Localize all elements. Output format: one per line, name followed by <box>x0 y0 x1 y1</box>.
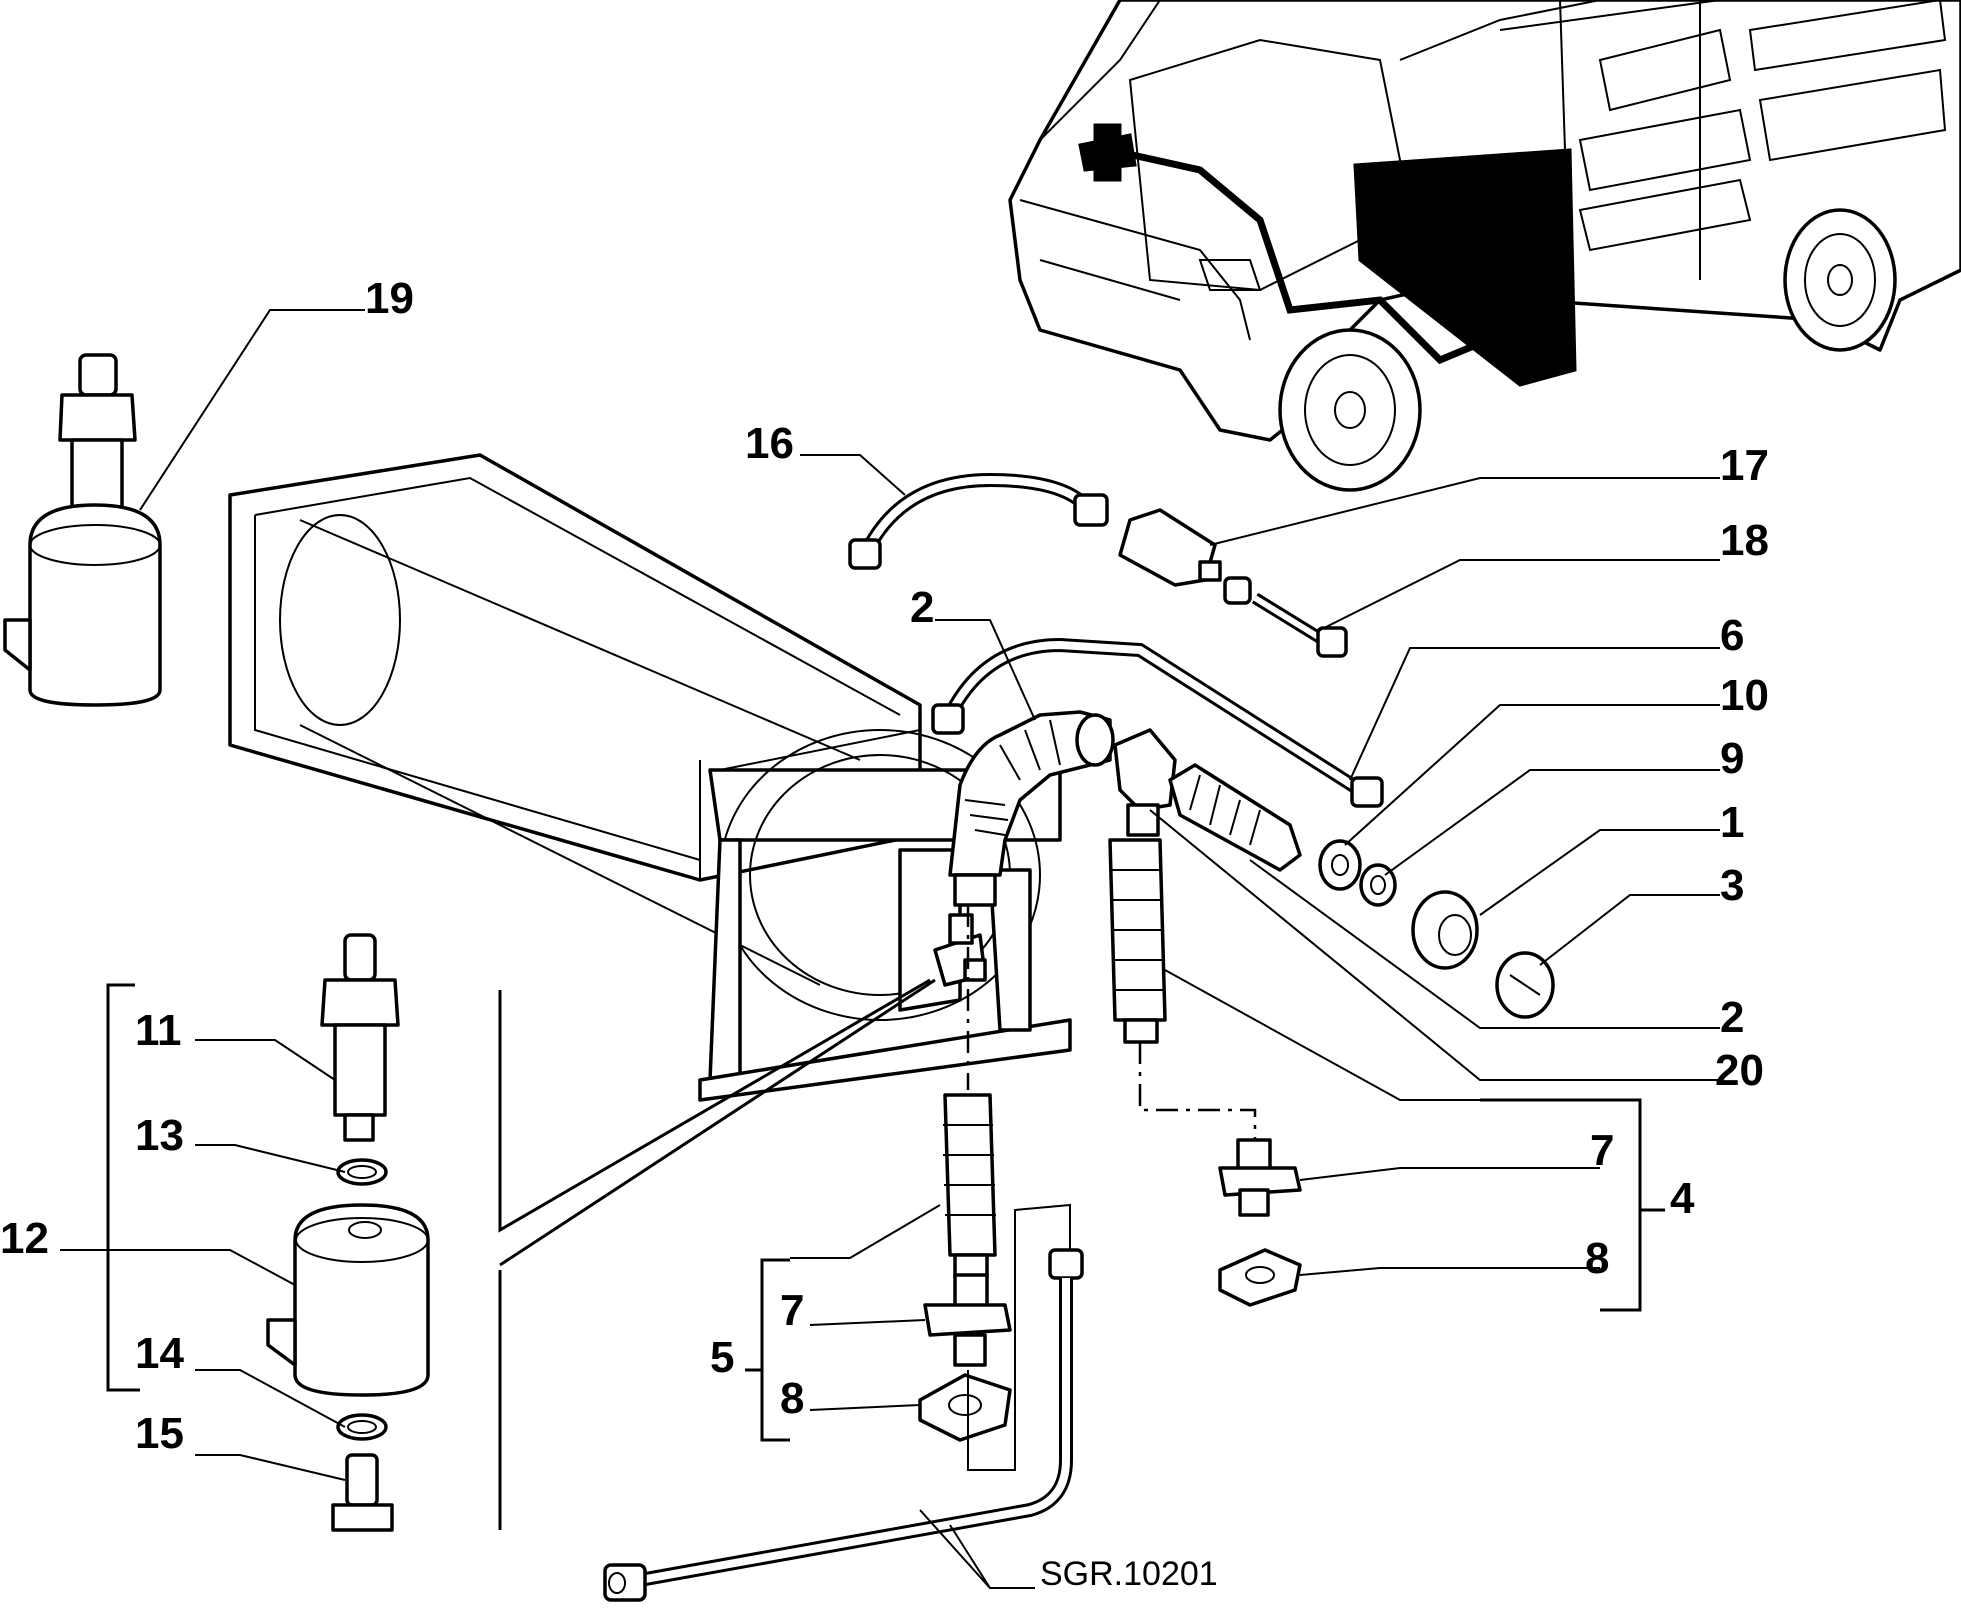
label-17: 17 <box>1720 441 1769 490</box>
right-centerline <box>1138 1042 1257 1140</box>
bracket-assembly-5 <box>745 1258 790 1442</box>
part-16-pipe <box>848 472 1109 570</box>
label-15: 15 <box>135 1409 184 1458</box>
part-2-right-bellows <box>1108 838 1167 1044</box>
label-6: 6 <box>1720 611 1744 660</box>
part-15-union-bolt <box>331 1453 394 1532</box>
part-7-right-flange <box>1218 1138 1302 1217</box>
callout-labels: 19 16 17 18 2 6 10 9 1 3 2 20 7 4 8 11 1… <box>0 274 1769 1593</box>
part-11-connector <box>320 933 400 1142</box>
leader-lines <box>60 309 1720 1589</box>
label-2-top: 2 <box>910 583 934 632</box>
part-17-filter <box>1118 508 1222 587</box>
part-6-pipe <box>931 637 1384 808</box>
part-19-solenoid-valve <box>3 353 162 707</box>
part-8-lower-gasket <box>918 1373 1012 1442</box>
label-3: 3 <box>1720 861 1744 910</box>
label-8-lower: 8 <box>780 1374 804 1423</box>
part-10-washer <box>1318 839 1362 891</box>
label-1: 1 <box>1720 798 1744 847</box>
label-8-right: 8 <box>1585 1234 1609 1283</box>
label-19: 19 <box>365 274 414 323</box>
part-7-lower-flange <box>923 1273 1012 1367</box>
part-3-cap <box>1495 951 1555 1019</box>
label-2-right: 2 <box>1720 993 1744 1042</box>
label-7-right: 7 <box>1590 1126 1614 1175</box>
part-2-bellows-hose <box>948 710 1115 907</box>
vent-pipe <box>603 1248 1084 1602</box>
part-20-bellows-hose <box>1168 763 1302 872</box>
part-18-pipe <box>1223 576 1348 658</box>
label-4: 4 <box>1670 1174 1695 1223</box>
tank-valve <box>933 913 987 987</box>
label-13: 13 <box>135 1111 184 1160</box>
tank-valve-leader <box>499 978 936 1267</box>
label-14: 14 <box>135 1329 184 1378</box>
label-12: 12 <box>0 1214 49 1263</box>
label-20: 20 <box>1715 1046 1764 1095</box>
part-12-solenoid-coil <box>266 1203 430 1397</box>
tank-valve-bracket-lines <box>498 978 931 1530</box>
t-fitting <box>1113 728 1177 837</box>
lower-guide-lines <box>967 1203 1071 1471</box>
reference-code: SGR.10201 <box>1040 1555 1218 1593</box>
part-14-seal-ring <box>336 1413 388 1441</box>
bracket-left-assembly <box>106 983 140 1392</box>
label-10: 10 <box>1720 671 1769 720</box>
van-illustration <box>1008 0 1961 492</box>
part-2-lower-bellows <box>943 1093 997 1279</box>
label-5: 5 <box>710 1333 734 1382</box>
label-9: 9 <box>1720 734 1744 783</box>
label-11: 11 <box>135 1006 182 1055</box>
label-16: 16 <box>745 419 794 468</box>
label-7-lower: 7 <box>780 1286 804 1335</box>
part-13-seal-ring <box>336 1158 388 1186</box>
bracket-assembly-4 <box>1480 1098 1665 1312</box>
part-1-grommet <box>1411 890 1479 970</box>
part-8-right-gasket <box>1218 1248 1302 1307</box>
label-18: 18 <box>1720 516 1769 565</box>
